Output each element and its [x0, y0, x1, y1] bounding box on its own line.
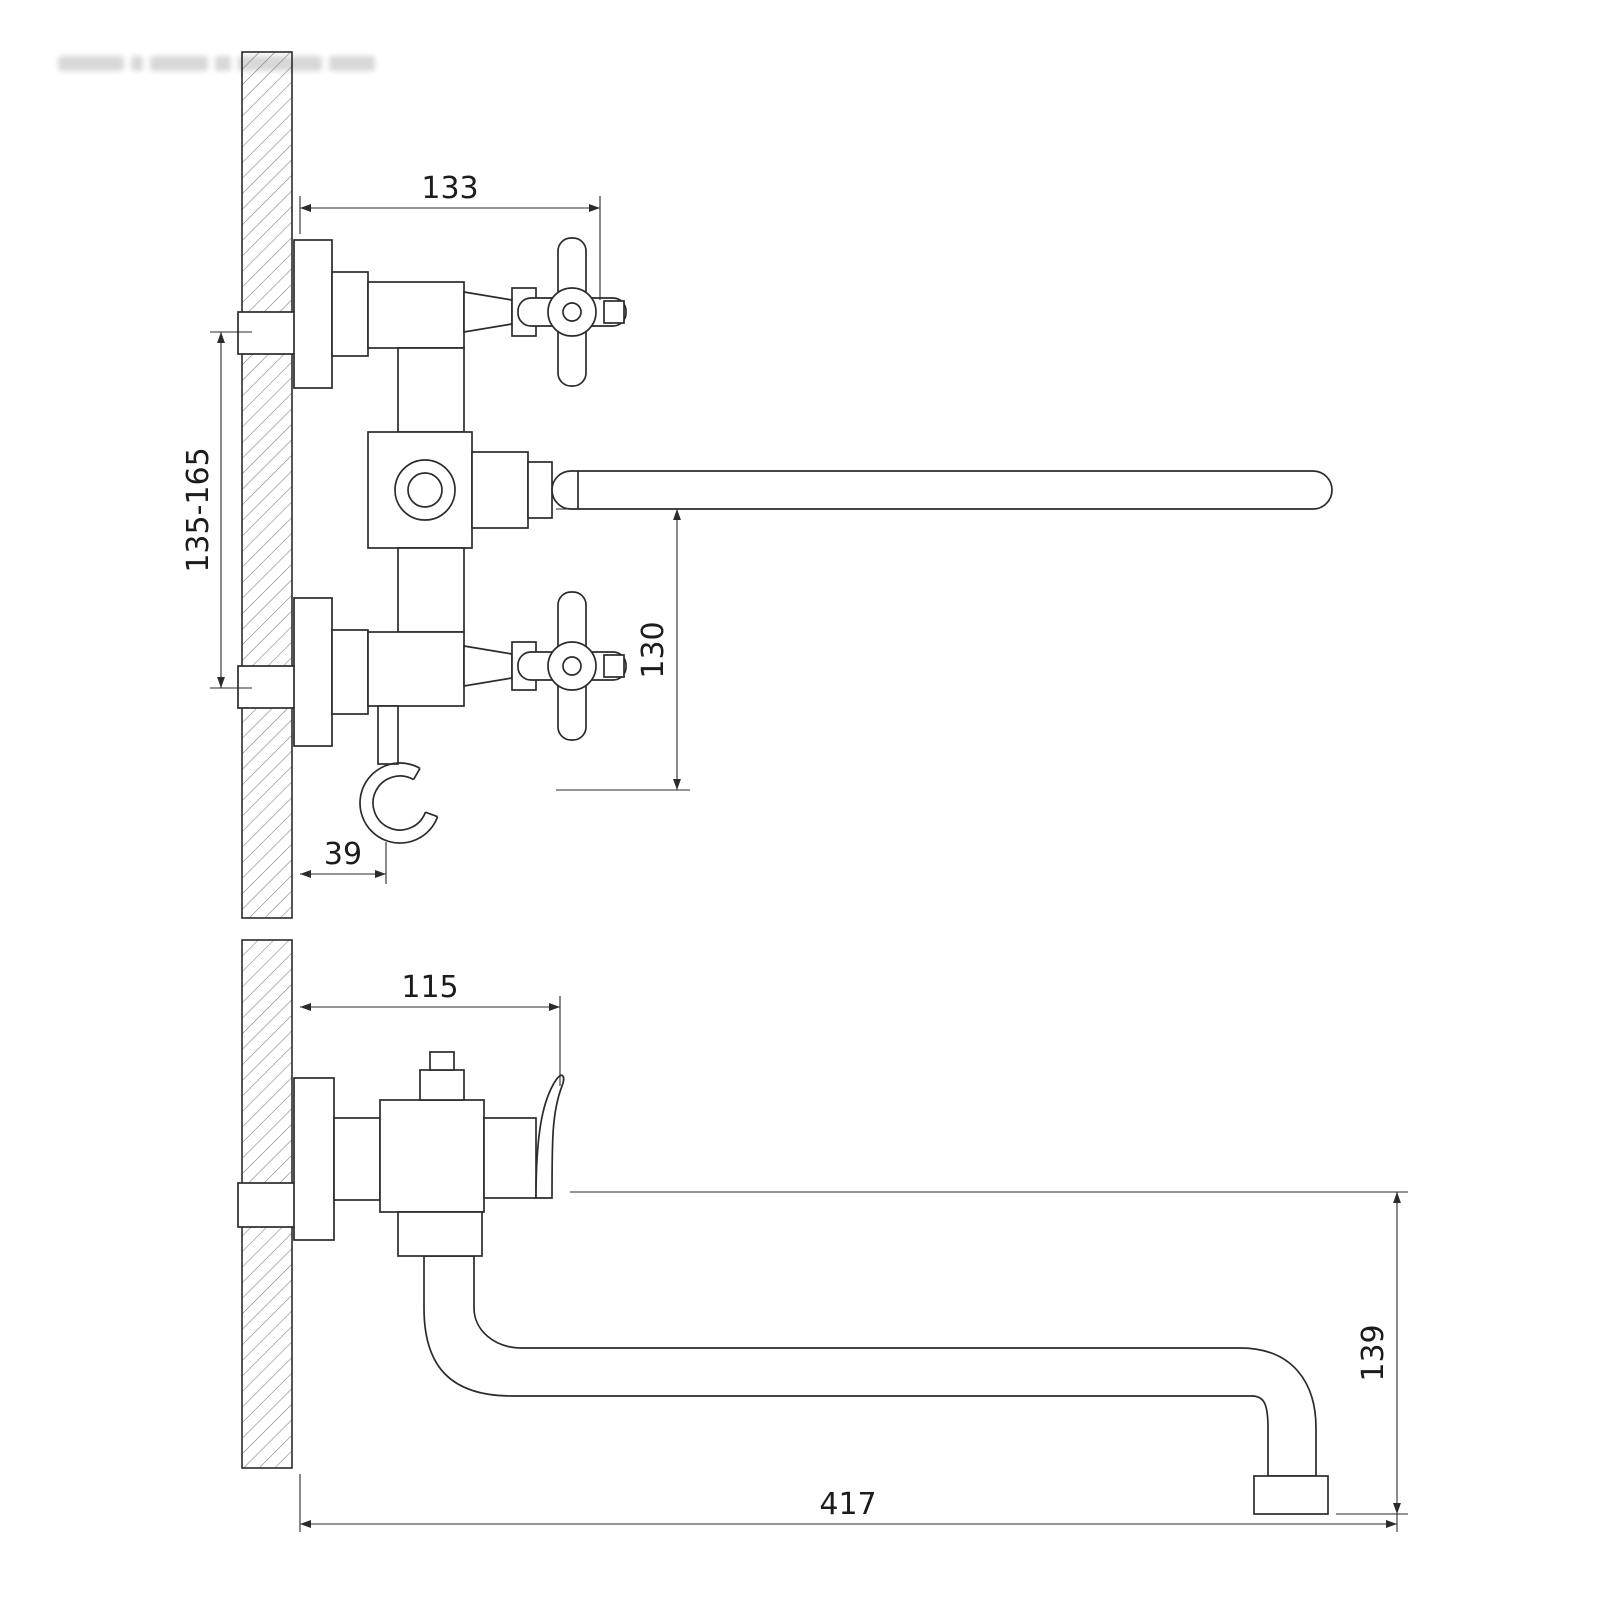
- mount-plate-side: [237, 1182, 297, 1228]
- watermark: [58, 56, 375, 71]
- wall-section-side: [237, 939, 297, 1469]
- mount-plate-top: [237, 311, 297, 355]
- dim-label-133: 133: [421, 171, 478, 206]
- mount-plate-bottom: [237, 665, 297, 709]
- spout-side: [423, 1255, 1329, 1515]
- faucet-body-front: [293, 239, 473, 747]
- dimension-spout-to-hook: 130: [556, 508, 690, 791]
- dimension-spout-drop: 139: [570, 1191, 1408, 1515]
- spout-front: [471, 451, 1333, 529]
- dimension-hook-offset: 39: [300, 837, 387, 884]
- dimension-width-front: 133: [299, 171, 601, 300]
- dimension-depth-side: 115: [300, 970, 561, 1086]
- handle-blade-side: [535, 1074, 565, 1199]
- shower-hook: [359, 705, 439, 844]
- spout-nozzle: [1253, 1475, 1329, 1515]
- cross-handle-top: [463, 237, 627, 387]
- dim-label-115: 115: [401, 970, 458, 1005]
- side-view: 115 139 417: [237, 939, 1408, 1532]
- dim-label-139: 139: [1356, 1324, 1391, 1381]
- diverter-knob: [429, 1051, 455, 1071]
- diverter-base: [419, 1069, 465, 1101]
- escutcheon-top: [293, 239, 333, 389]
- dimension-spout-reach: 417: [299, 1474, 1398, 1532]
- front-view: 133 135-165 130 39: [181, 51, 1333, 919]
- escutcheon-bottom: [293, 597, 333, 747]
- dim-label-417: 417: [819, 1487, 876, 1522]
- dim-label-130: 130: [636, 621, 671, 678]
- wall-section-front: [237, 51, 297, 919]
- dim-label-39: 39: [324, 837, 362, 872]
- escutcheon-side: [293, 1077, 335, 1241]
- dimension-inlet-spacing: 135-165: [181, 331, 252, 689]
- faucet-body-side: [293, 1051, 565, 1257]
- cross-handle-bottom: [463, 591, 627, 741]
- dim-label-135-165: 135-165: [181, 447, 216, 572]
